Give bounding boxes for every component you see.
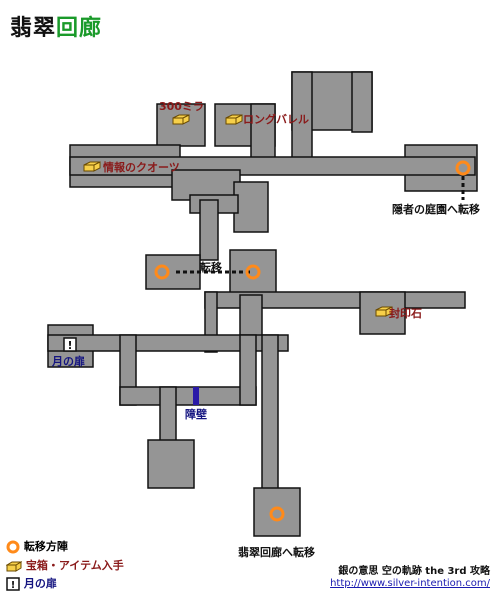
warp-circle-icon[interactable] <box>154 264 170 280</box>
warp-circle-icon <box>6 540 20 554</box>
title-part1: 翡翠 <box>10 16 57 41</box>
loop-bottom <box>119 386 257 406</box>
chest-icon[interactable] <box>172 114 190 125</box>
room-south-west <box>147 439 195 489</box>
room-300mira <box>156 103 206 147</box>
legend-door: ! 月の扉 <box>6 575 57 591</box>
chest-icon[interactable] <box>375 306 393 317</box>
label-seal-stone: 封印石 <box>389 307 422 320</box>
page-title: 翡翠回廊 <box>10 10 102 42</box>
label-hermit-warp: 隠者の庭園へ転移 <box>392 203 480 216</box>
legend-chest: 宝箱・アイテム入手 <box>6 557 124 573</box>
chest-icon <box>6 561 22 572</box>
legend-warp-label: 転移方陣 <box>23 540 68 553</box>
label-info-quartz: 情報のクオーツ <box>103 161 180 174</box>
label-long-barrel: ロングバレル <box>243 113 309 126</box>
label-moon-door: 月の扉 <box>52 355 85 368</box>
room-jade-warp <box>253 487 301 537</box>
title-part2: 回廊 <box>56 16 103 41</box>
chest-icon[interactable] <box>83 161 101 172</box>
map-floor <box>47 71 478 537</box>
label-barrier: 障壁 <box>185 408 207 421</box>
warp-circle-icon[interactable] <box>269 506 285 522</box>
room-warp-right <box>229 249 277 296</box>
label-300mira: 300ミラ <box>159 100 204 113</box>
legend-door-label: 月の扉 <box>23 577 57 590</box>
credit-url-link[interactable]: http://www.silver-intention.com/ <box>330 578 490 589</box>
room-center <box>233 181 269 233</box>
chest-icon[interactable] <box>225 114 243 125</box>
credit: 銀の意思 空の軌跡 the 3rd 攻略 http://www.silver-i… <box>330 566 490 590</box>
west-corridor <box>47 334 289 352</box>
barrier-mark <box>193 387 199 405</box>
legend-chest-label: 宝箱・アイテム入手 <box>25 559 124 572</box>
moon-door-icon[interactable]: ! <box>63 337 77 352</box>
legend-warp: 転移方陣 <box>6 538 68 554</box>
svg-text:!: ! <box>11 580 16 591</box>
warp-circle-icon[interactable] <box>455 160 471 176</box>
moon-door-icon: ! <box>6 577 20 591</box>
credit-line: 銀の意思 空の軌跡 the 3rd 攻略 <box>338 566 490 577</box>
label-jade-warp: 翡翠回廊へ転移 <box>238 546 315 559</box>
svg-text:!: ! <box>67 339 72 352</box>
label-warp: 転移 <box>200 261 222 274</box>
warp-circle-icon[interactable] <box>245 264 261 280</box>
